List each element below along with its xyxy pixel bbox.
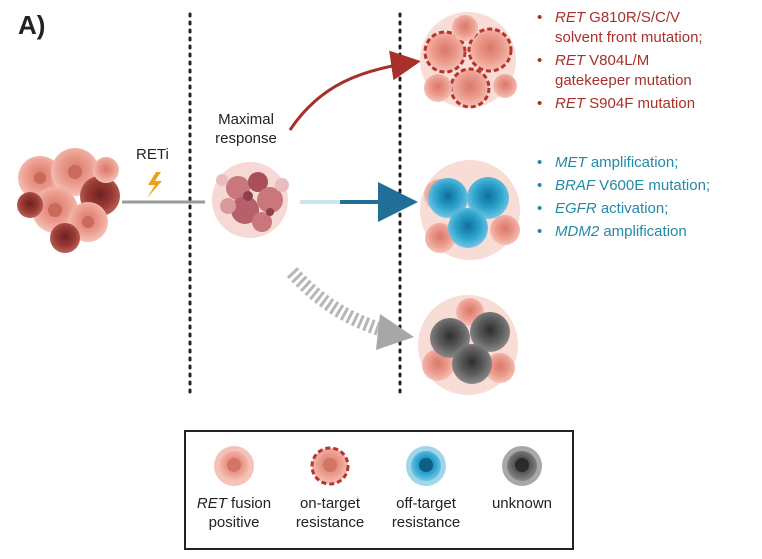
legend-line1: off-target: [396, 495, 456, 512]
residual-cell-cluster: [212, 162, 289, 238]
gene-name: MDM2: [555, 223, 600, 240]
on-target-item: • RET S904F mutation: [535, 94, 755, 114]
bullet-icon: •: [537, 52, 543, 69]
treatment-label: RETi: [136, 146, 169, 163]
legend: RET fusion positive on-target resistance…: [184, 430, 574, 550]
legend-italic: RET: [196, 495, 227, 512]
legend-item-unknown: unknown: [474, 444, 570, 513]
on-target-cluster: [420, 12, 517, 109]
fusion-positive-cell-icon: [214, 446, 254, 486]
bullet-icon: •: [537, 177, 543, 194]
bullet-icon: •: [537, 9, 543, 26]
mutation-text: G810R/S/C/V: [585, 9, 681, 26]
mutation-text: S904F mutation: [585, 95, 696, 112]
response-label-line2: response: [215, 130, 277, 147]
off-target-item: • BRAF V600E mutation;: [535, 176, 760, 196]
legend-line2: resistance: [391, 514, 461, 531]
arrow-unknown: [286, 267, 385, 337]
arrow-on-target: [288, 50, 421, 131]
bullet-icon: •: [537, 200, 543, 217]
arrow-unknown-head: [376, 314, 414, 350]
on-target-item: • RET V804L/M gatekeeper mutation: [535, 51, 755, 91]
lightning-bolt-icon: [147, 172, 162, 198]
bullet-icon: •: [537, 223, 543, 240]
gene-name: MET: [555, 154, 587, 171]
mechanism-text: amplification: [599, 223, 687, 240]
mechanism-text: activation;: [596, 200, 669, 217]
panel-label: A): [18, 10, 46, 40]
unknown-cell-icon: [502, 446, 542, 486]
bullet-icon: •: [537, 95, 543, 112]
off-target-item: • MET amplification;: [535, 153, 760, 173]
gene-name: EGFR: [555, 200, 597, 217]
off-target-item: • MDM2 amplification: [535, 222, 760, 242]
unknown-cluster: [418, 295, 518, 395]
mutation-text: V804L/M: [585, 52, 650, 69]
response-label: Maximal response: [206, 110, 286, 148]
response-label-line1: Maximal: [218, 111, 274, 128]
legend-line1: on-target: [299, 495, 361, 512]
gene-name: BRAF: [555, 177, 596, 194]
legend-item-on-target: on-target resistance: [282, 444, 378, 532]
off-target-list: • MET amplification; • BRAF V600E mutati…: [535, 153, 760, 245]
on-target-list: • RET G810R/S/C/V solvent front mutation…: [535, 8, 755, 117]
legend-label: RET fusion: [186, 494, 282, 513]
on-target-item: • RET G810R/S/C/V solvent front mutation…: [535, 8, 755, 48]
gene-name: RET: [555, 52, 585, 69]
gene-name: RET: [555, 9, 585, 26]
bullet-icon: •: [537, 154, 543, 171]
mutation-text: solvent front mutation;: [555, 29, 703, 46]
legend-line1: unknown: [491, 495, 553, 512]
mutation-text: gatekeeper mutation: [555, 72, 692, 89]
legend-item-fusion-positive: RET fusion positive: [186, 444, 282, 532]
mechanism-text: V600E mutation;: [595, 177, 711, 194]
mechanism-text: amplification;: [586, 154, 679, 171]
legend-item-off-target: off-target resistance: [378, 444, 474, 532]
off-target-item: • EGFR activation;: [535, 199, 760, 219]
legend-line2: resistance: [295, 514, 365, 531]
legend-line1: fusion: [226, 495, 272, 512]
on-target-cell-icon: [310, 446, 350, 486]
initial-tumour-cluster: [17, 148, 120, 253]
gene-name: RET: [555, 95, 585, 112]
off-target-cluster: [420, 160, 520, 260]
legend-line2: positive: [208, 514, 260, 531]
off-target-cell-icon: [406, 446, 446, 486]
